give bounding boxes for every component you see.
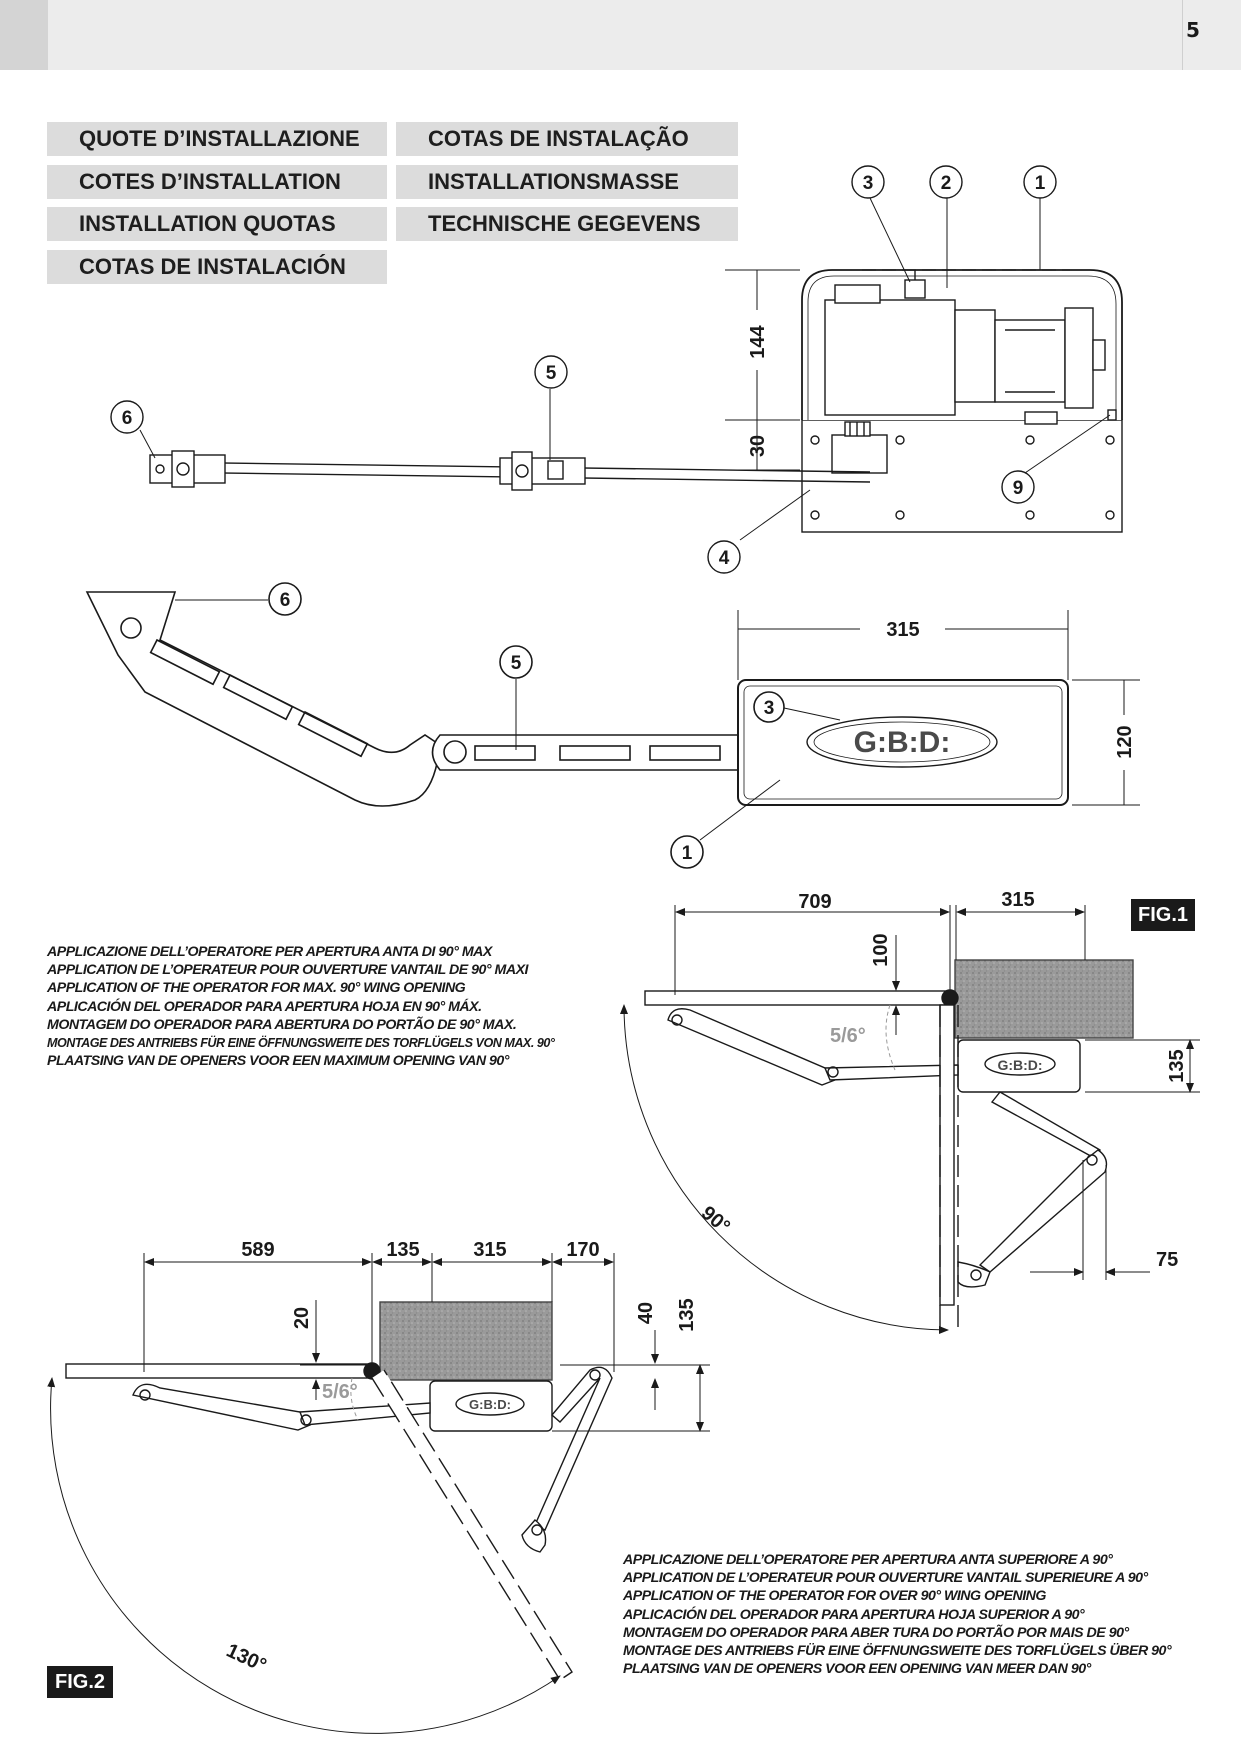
heading-nl: TECHNISCHE GEGEVENS (396, 207, 738, 241)
heading-it: QUOTE D’INSTALLAZIONE (47, 122, 387, 156)
fig2-dim-135: 135 (386, 1239, 419, 1261)
dim-315-plan: 315 (886, 619, 919, 641)
fig2-dim-40: 40 (635, 1302, 657, 1324)
fig1-arc-label: 90° (697, 1202, 734, 1238)
header-side-tab (0, 0, 48, 70)
fig2-caption-en: APPLICATION OF THE OPERATOR FOR OVER 90°… (623, 1588, 1046, 1605)
heading-fr: COTES D’INSTALLATION (47, 165, 387, 199)
fig1-caption-de: MONTAGE DES ANTRIEBS FÜR EINE ÖFFNUNGSWE… (47, 1035, 555, 1050)
fig1-dim-75: 75 (1156, 1249, 1178, 1271)
header-divider (1182, 0, 1183, 70)
plan-callout-1: 1 (682, 843, 693, 864)
operator-elevation (110, 165, 1123, 574)
fig2-label: FIG.2 (47, 1666, 113, 1698)
fig1-dim-709: 709 (798, 891, 831, 913)
fig1-dim-100: 100 (870, 933, 892, 966)
fig2-dim-20: 20 (291, 1307, 313, 1329)
dim-30: 30 (747, 435, 769, 457)
callout-3: 3 (863, 173, 874, 194)
fig2-drawing (47, 1253, 710, 1734)
callout-1: 1 (1035, 173, 1046, 194)
heading-pt: COTAS DE INSTALAÇÃO (396, 122, 738, 156)
fig2-logo: G:B:D: (469, 1397, 511, 1412)
fig2-dim-315: 315 (473, 1239, 506, 1261)
fig2-caption-es: APLICACIÓN DEL OPERADOR PARA APERTURA HO… (623, 1606, 1085, 1623)
dim-120: 120 (1114, 725, 1136, 758)
fig2-caption-de: MONTAGE DES ANTRIEBS FÜR EINE ÖFFNUNGSWE… (623, 1642, 1172, 1659)
fig2-arc-label: 130° (223, 1640, 270, 1677)
fig1-caption-en: APPLICATION OF THE OPERATOR FOR MAX. 90°… (47, 980, 466, 997)
fig2-caption-it: APPLICAZIONE DELL’OPERATORE PER APERTURA… (623, 1552, 1113, 1568)
operator-plan (85, 582, 1140, 869)
operator-plan-labels: 6 5 3 1 G:B:D: 315 120 (280, 590, 1136, 864)
heading-en: INSTALLATION QUOTAS (47, 207, 387, 241)
fig2-caption-pt: MONTAGEM DO OPERADOR PARA ABER TURA DO P… (623, 1624, 1129, 1641)
header-bar (0, 0, 1241, 70)
fig1-caption-it: APPLICAZIONE DELL’OPERATORE PER APERTURA… (47, 944, 492, 960)
fig2-caption-fr: APPLICATION DE L’OPERATEUR POUR OUVERTUR… (623, 1570, 1148, 1587)
fig2-dim-135-vertical: 135 (676, 1298, 698, 1331)
fig2-caption: APPLICAZIONE DELL’OPERATORE PER APERTURA… (623, 1551, 1172, 1678)
callout-5: 5 (546, 363, 557, 384)
plan-callout-3: 3 (764, 698, 775, 719)
fig1-caption-es: APLICACIÓN DEL OPERADOR PARA APERTURA HO… (47, 998, 482, 1015)
fig1-caption-pt: MONTAGEM DO OPERADOR PARA ABERTURA DO PO… (47, 1016, 517, 1033)
callout-4: 4 (719, 548, 730, 569)
heading-de: INSTALLATIONSMASSE (396, 165, 738, 199)
operator-elevation-labels: 3 2 1 5 6 9 4 144 30 (122, 173, 1046, 569)
callout-6: 6 (122, 408, 133, 429)
dim-144: 144 (747, 324, 769, 358)
fig2-dim-589: 589 (241, 1239, 274, 1261)
fig1-dim-135: 135 (1166, 1049, 1188, 1082)
page-number: 5 (1186, 18, 1200, 42)
callout-2: 2 (941, 173, 952, 194)
fig1-caption-nl: PLAATSING VAN DE OPENERS VOOR EEN MAXIMU… (47, 1053, 509, 1070)
plan-callout-6: 6 (280, 590, 291, 611)
plan-callout-5: 5 (511, 653, 522, 674)
fig1-dim-315: 315 (1001, 889, 1034, 911)
fig1-label: FIG.1 (1131, 899, 1195, 931)
fig1-caption-fr: APPLICATION DE L’OPERATEUR POUR OUVERTUR… (47, 962, 528, 979)
fig2-caption-nl: PLAATSING VAN DE OPENERS VOOR EEN OPENIN… (623, 1661, 1091, 1678)
callout-9: 9 (1013, 478, 1024, 499)
fig1-caption: APPLICAZIONE DELL’OPERATORE PER APERTURA… (47, 943, 555, 1070)
fig2-dim-170: 170 (566, 1239, 599, 1261)
gbd-logo: G:B:D: (854, 726, 951, 759)
heading-es: COTAS DE INSTALACIÓN (47, 250, 387, 284)
fig1-angle: 5/6° (830, 1025, 866, 1047)
fig2-angle: 5/6° (322, 1381, 358, 1403)
fig1-logo: G:B:D: (997, 1057, 1042, 1073)
fig1-drawing (620, 905, 1200, 1334)
